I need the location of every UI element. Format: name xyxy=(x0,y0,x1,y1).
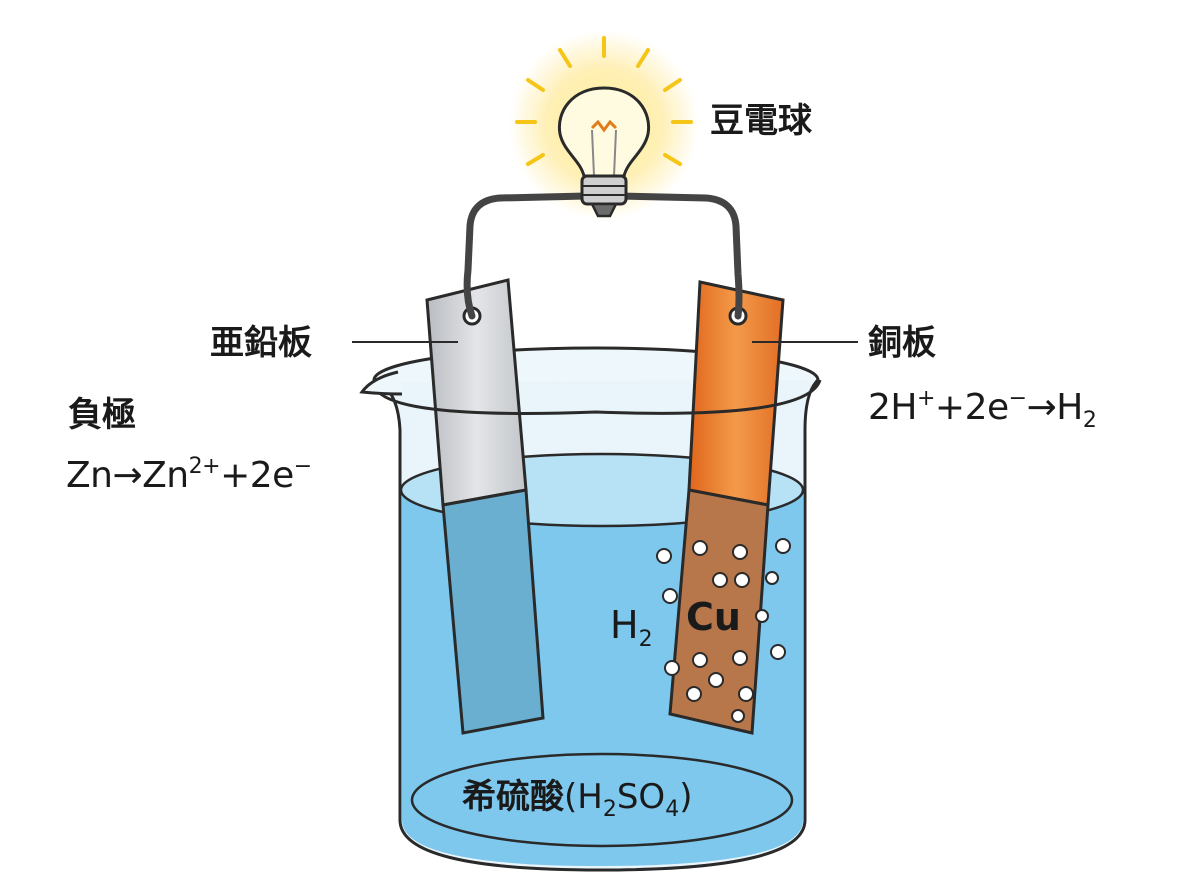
cathode-equation: 2H++2e−→H2 xyxy=(868,386,1097,433)
zinc-plate xyxy=(425,278,545,735)
hydrogen-label: H2 xyxy=(610,603,653,652)
negative-electrode-label: 負極 xyxy=(68,395,136,435)
anode-equation: Zn→Zn2++2e− xyxy=(66,454,312,496)
bulb-label: 豆電球 xyxy=(710,101,812,141)
copper-plate-label: 銅板 xyxy=(868,323,936,363)
copper-symbol-label: Cu xyxy=(686,595,741,639)
light-bulb xyxy=(557,86,651,218)
beaker-spout xyxy=(359,370,403,396)
solution-label: 希硫酸(H2SO4) xyxy=(462,777,693,822)
beaker-bottom xyxy=(410,752,794,848)
hydrogen-bubbles xyxy=(656,538,791,723)
solution-name: 希硫酸 xyxy=(462,777,564,817)
beaker-front-rim xyxy=(372,379,822,415)
zinc-plate-label: 亜鉛板 xyxy=(210,323,312,363)
connecting-wire xyxy=(463,192,743,320)
